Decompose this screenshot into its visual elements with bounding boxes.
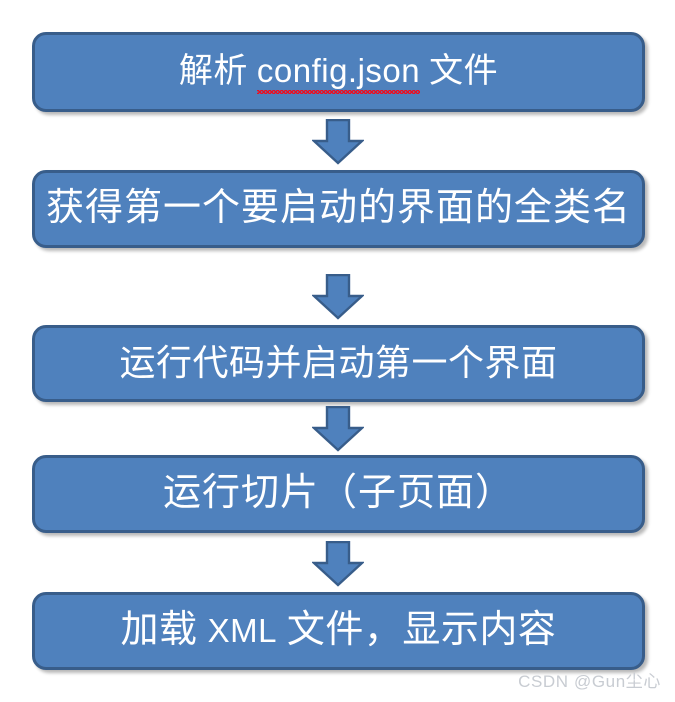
label-segment-cjk: 文件 (420, 53, 499, 91)
connector-arrow-step-1-to-step-2 (312, 119, 364, 165)
flow-node-step-3[interactable]: 运行代码并启动第一个界面 (32, 325, 645, 402)
flow-node-step-4[interactable]: 运行切片（子页面） (32, 455, 645, 533)
flow-node-step-1[interactable]: 解析 config.json 文件 (32, 32, 645, 112)
label-segment-cjk: 文件，显示内容 (276, 609, 557, 652)
label-segment-cjk: 加载 (120, 609, 208, 652)
connector-arrow-step-3-to-step-4 (312, 406, 364, 452)
flow-node-label: 解析 config.json 文件 (178, 52, 499, 91)
flow-node-step-2[interactable]: 获得第一个要启动的界面的全类名 (32, 170, 645, 248)
csdn-watermark: CSDN @Gun尘心 (518, 672, 661, 691)
arrow-down-icon (312, 274, 364, 320)
flow-node-label: 运行代码并启动第一个界面 (119, 342, 558, 383)
flow-node-label: 加载 XML 文件，显示内容 (120, 609, 557, 652)
connector-arrow-step-2-to-step-3 (312, 274, 364, 320)
label-segment-spell-error: config.json (256, 52, 421, 90)
arrow-down-icon (312, 119, 364, 165)
label-segment-cjk: 解析 (178, 53, 257, 91)
flow-node-label: 运行切片（子页面） (162, 472, 514, 515)
arrow-down-icon (312, 406, 364, 452)
connector-arrow-step-4-to-step-5 (312, 541, 364, 587)
label-segment-latin: XML (207, 612, 277, 650)
arrow-down-icon (312, 541, 364, 587)
flow-node-label: 获得第一个要启动的界面的全类名 (45, 187, 631, 230)
flow-node-step-5[interactable]: 加载 XML 文件，显示内容 (32, 592, 645, 670)
